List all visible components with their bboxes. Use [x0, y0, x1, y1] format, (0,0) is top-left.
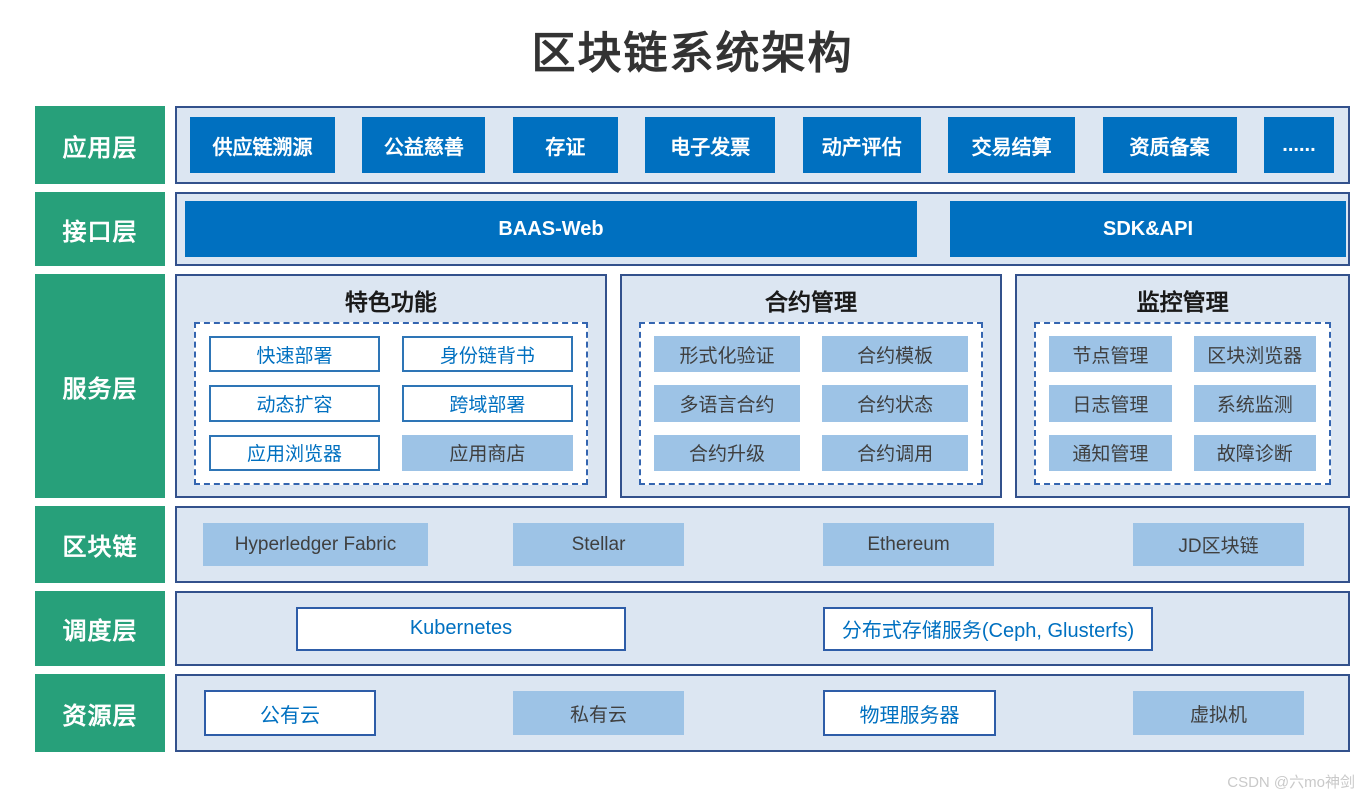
diagram-title: 区块链系统架构 [531, 29, 854, 78]
service-group-features: 特色功能 快速部署 身份链背书 动态扩容 跨域部署 应用浏览器 应用商店 [175, 274, 607, 498]
blockchain-layer-panel: Hyperledger Fabric Stellar Ethereum JD区块… [175, 506, 1350, 583]
service-item-system-monitoring: 系统监测 [1193, 385, 1316, 422]
app-block-charity: 公益慈善 [362, 117, 486, 173]
service-item-contract-invocation: 合约调用 [822, 434, 969, 471]
layer-label-application: 应用层 [35, 106, 165, 184]
service-item-formal-verification: 形式化验证 [653, 336, 801, 373]
scheduling-layer-row: 调度层 Kubernetes 分布式存储服务(Ceph, Glusterfs) [35, 591, 1350, 666]
layer-label-service: 服务层 [35, 274, 165, 498]
service-layer-groups: 特色功能 快速部署 身份链背书 动态扩容 跨域部署 应用浏览器 应用商店 合约管… [175, 274, 1350, 498]
service-item-app-store: 应用商店 [401, 434, 573, 471]
layer-label-scheduling: 调度层 [35, 591, 165, 666]
service-item-node-management: 节点管理 [1049, 336, 1172, 373]
resource-block-physical-server: 物理服务器 [823, 690, 996, 736]
service-item-dynamic-scaling: 动态扩容 [209, 385, 380, 422]
app-block-trade-settlement: 交易结算 [948, 117, 1076, 173]
app-block-evidence: 存证 [512, 117, 618, 173]
resource-block-virtual-machine: 虚拟机 [1133, 691, 1304, 735]
app-block-more: ...... [1263, 117, 1334, 173]
interface-layer-panel: BAAS-Web SDK&API [175, 192, 1350, 266]
service-group-dashed-container: 节点管理 区块浏览器 日志管理 系统监测 通知管理 故障诊断 [1034, 322, 1331, 485]
watermark-text: CSDN @六mo神剑 [1227, 774, 1355, 791]
blockchain-layer-row: 区块链 Hyperledger Fabric Stellar Ethereum … [35, 506, 1350, 583]
service-group-title: 合约管理 [765, 289, 858, 315]
service-item-notification-management: 通知管理 [1049, 434, 1172, 471]
scheduling-block-distributed-storage: 分布式存储服务(Ceph, Glusterfs) [823, 606, 1153, 651]
app-block-e-invoice: 电子发票 [645, 117, 776, 173]
service-item-block-explorer: 区块浏览器 [1193, 336, 1316, 373]
layer-label-resource: 资源层 [35, 674, 165, 752]
resource-block-private-cloud: 私有云 [513, 691, 684, 735]
service-layer-row: 服务层 特色功能 快速部署 身份链背书 动态扩容 跨域部署 应用浏览器 应用商店… [35, 274, 1350, 498]
app-block-qualification-filing: 资质备案 [1102, 117, 1237, 173]
blockchain-block-ethereum: Ethereum [823, 523, 994, 566]
service-group-dashed-container: 快速部署 身份链背书 动态扩容 跨域部署 应用浏览器 应用商店 [194, 322, 588, 485]
app-block-supply-chain-trace: 供应链溯源 [190, 117, 335, 173]
service-group-dashed-container: 形式化验证 合约模板 多语言合约 合约状态 合约升级 合约调用 [638, 322, 984, 485]
application-layer-panel: 供应链溯源 公益慈善 存证 电子发票 动产评估 交易结算 资质备案 ...... [175, 106, 1350, 184]
service-item-identity-chain-endorsement: 身份链背书 [401, 336, 573, 373]
resource-layer-row: 资源层 公有云 私有云 物理服务器 虚拟机 [35, 674, 1350, 752]
blockchain-block-stellar: Stellar [513, 523, 684, 566]
service-item-contract-status: 合约状态 [822, 385, 969, 422]
interface-layer-row: 接口层 BAAS-Web SDK&API [35, 192, 1350, 266]
service-item-fault-diagnosis: 故障诊断 [1193, 434, 1316, 471]
app-block-asset-evaluation: 动产评估 [802, 117, 921, 173]
layer-label-blockchain: 区块链 [35, 506, 165, 583]
blockchain-block-jd-chain: JD区块链 [1133, 523, 1304, 566]
service-item-contract-template: 合约模板 [822, 336, 969, 373]
interface-block-sdk-api: SDK&API [950, 201, 1346, 257]
service-item-multi-language-contract: 多语言合约 [653, 385, 801, 422]
interface-block-baas-web: BAAS-Web [185, 201, 917, 257]
service-group-title: 特色功能 [344, 289, 437, 315]
service-item-rapid-deployment: 快速部署 [209, 336, 380, 373]
resource-layer-panel: 公有云 私有云 物理服务器 虚拟机 [175, 674, 1350, 752]
service-item-app-browser: 应用浏览器 [209, 434, 380, 471]
blockchain-block-hyperledger-fabric: Hyperledger Fabric [203, 523, 428, 566]
application-layer-row: 应用层 供应链溯源 公益慈善 存证 电子发票 动产评估 交易结算 资质备案 ..… [35, 106, 1350, 184]
service-item-contract-upgrade: 合约升级 [653, 434, 801, 471]
service-item-cross-domain-deployment: 跨域部署 [401, 385, 573, 422]
service-group-monitoring-management: 监控管理 节点管理 区块浏览器 日志管理 系统监测 通知管理 故障诊断 [1015, 274, 1350, 498]
scheduling-block-kubernetes: Kubernetes [296, 606, 626, 651]
layer-label-interface: 接口层 [35, 192, 165, 266]
service-item-log-management: 日志管理 [1049, 385, 1172, 422]
scheduling-layer-panel: Kubernetes 分布式存储服务(Ceph, Glusterfs) [175, 591, 1350, 666]
resource-block-public-cloud: 公有云 [204, 690, 376, 736]
service-group-title: 监控管理 [1136, 289, 1229, 315]
service-group-contract-management: 合约管理 形式化验证 合约模板 多语言合约 合约状态 合约升级 合约调用 [619, 274, 1003, 498]
